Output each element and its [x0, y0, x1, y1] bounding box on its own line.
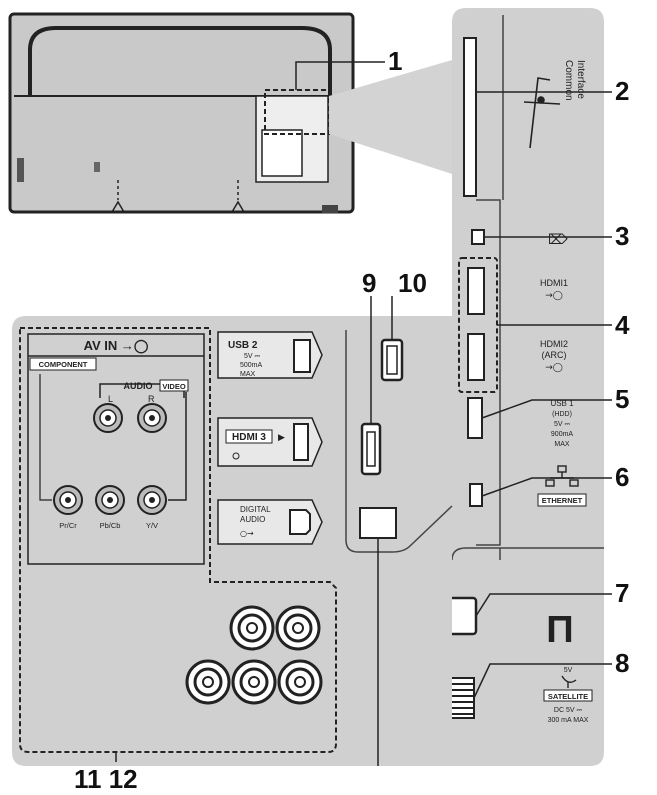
satellite-voltage-label: 5V — [564, 667, 573, 674]
hdmi-3-label: HDMI 3 — [232, 432, 266, 443]
svg-text:MAX: MAX — [554, 441, 570, 448]
tv-small-logo — [94, 162, 100, 172]
rca-jack-top-left[interactable] — [229, 605, 275, 651]
tv-stand-arch — [28, 26, 332, 96]
audio-label: AUDIO — [124, 381, 153, 391]
callout-4: 4 — [615, 310, 630, 340]
tv-terminal-cutout — [261, 129, 303, 177]
callout-10: 10 — [398, 268, 427, 298]
svg-text:USB 2: USB 2 — [228, 340, 258, 351]
component-label: COMPONENT — [39, 360, 88, 369]
callout-leaders — [115, 61, 612, 766]
svg-text:(HDD): (HDD) — [552, 411, 572, 418]
optical-audio-side-port[interactable] — [359, 507, 397, 539]
pb-cb-label: Pb/Cb — [100, 521, 121, 530]
bottom-panel: USB 2 5V ⎓ 500mA MAX HDMI 3 ▶ DIGITAL AU… — [12, 316, 453, 766]
callout-3: 3 — [615, 221, 629, 251]
svg-text:DIGITAL: DIGITAL — [240, 505, 271, 514]
svg-text:AUDIO: AUDIO — [240, 515, 265, 524]
satellite-label: SATELLITE — [548, 692, 588, 701]
svg-text:900mA: 900mA — [551, 431, 574, 438]
terrestrial-icon: Π — [546, 609, 573, 651]
callout-11-12: 11 12 — [74, 764, 138, 794]
hdmi-1-input-icon: →◯ — [545, 291, 563, 301]
ethernet-label-box — [537, 493, 587, 507]
satellite-dish-icon — [561, 675, 577, 688]
bottom-panel-inner-line — [345, 330, 453, 553]
video-label: VIDEO — [162, 382, 186, 391]
rca-jack-bottom-right[interactable] — [277, 659, 323, 705]
y-v-label: Y/V — [146, 521, 158, 530]
callout-5: 5 — [615, 384, 629, 414]
tv-side-port — [17, 158, 24, 182]
zoom-projection — [329, 60, 452, 174]
side-panel-shape — [452, 8, 604, 766]
usb-1-text: USB 1 (HDD) 5V ⎓ 900mA MAX — [550, 399, 574, 448]
digital-audio-output-icon: ○→ — [240, 529, 254, 538]
hdmi-2-arc-label: (ARC) — [542, 350, 567, 360]
rca-jack-bottom-middle[interactable] — [231, 659, 277, 705]
av-in-box: AV IN →◯ COMPONENT AUDIO VIDEO L R — [27, 333, 205, 565]
audio-l-label: L — [108, 394, 113, 404]
video-label-box — [159, 379, 189, 392]
callout-8: 8 — [615, 648, 629, 678]
svg-text:MAX: MAX — [240, 371, 256, 378]
ethernet-label: ETHERNET — [542, 496, 583, 505]
hdmi-2-port[interactable] — [467, 333, 485, 381]
satellite-power-label: DC 5V ⎓ — [554, 707, 583, 714]
y-v-jack[interactable] — [137, 485, 167, 515]
callout-7: 7 — [615, 578, 629, 608]
headphone-icon: ⌦ — [548, 232, 568, 248]
tv-stand-foot-right — [322, 205, 338, 213]
pb-cb-jack[interactable] — [95, 485, 125, 515]
satellite-label-box — [543, 689, 593, 702]
rca-jack-top-right[interactable] — [275, 605, 321, 651]
usb-2-box: USB 2 5V ⎓ 500mA MAX — [217, 331, 323, 379]
audio-r-jack[interactable] — [137, 403, 167, 433]
svg-text:5V ⎓: 5V ⎓ — [554, 421, 571, 428]
digital-audio-box: DIGITAL AUDIO ○→ — [217, 499, 323, 545]
callout-6: 6 — [615, 462, 629, 492]
ethernet-port[interactable] — [469, 483, 483, 507]
usb-1-port[interactable] — [467, 397, 483, 439]
tv-zoom-highlight — [264, 89, 330, 135]
hdmi-3-arrow-icon: ▶ — [278, 433, 285, 443]
audio-l-jack[interactable] — [93, 403, 123, 433]
svg-text:5V ⎓: 5V ⎓ — [244, 353, 261, 360]
audio-r-label: R — [148, 394, 155, 404]
hdmi-1-label: HDMI1 — [540, 278, 568, 288]
hdmi-1-port[interactable] — [467, 267, 485, 315]
hdmi-3-box: HDMI 3 ▶ — [217, 417, 323, 467]
satellite-current-label: 300 mA MAX — [548, 717, 589, 724]
common-interface-slot[interactable] — [463, 37, 477, 197]
hdmi-2-input-icon: →◯ — [545, 363, 563, 373]
av-in-dashed-region — [19, 327, 337, 753]
callout-numbers: 1 2 3 4 5 6 7 8 9 10 11 12 — [74, 46, 630, 794]
usb-2-port[interactable] — [293, 339, 311, 373]
side-panel: Common Interface ⌦ HDMI1 →◯ HDMI2 (ARC) … — [438, 8, 604, 766]
pr-cr-label: Pr/Cr — [59, 521, 77, 530]
callout-2: 2 — [615, 76, 629, 106]
hdmi-2-label: HDMI2 — [540, 339, 568, 349]
svg-text:USB 1: USB 1 — [550, 399, 574, 408]
hdmi-3-port[interactable] — [293, 423, 309, 461]
common-interface-card-icon — [523, 77, 561, 149]
common-interface-label-1: Common — [563, 60, 574, 101]
tv-feet — [111, 180, 245, 213]
hdmi-3-label-box — [225, 429, 273, 444]
tv-rear-thumbnail — [8, 12, 452, 214]
component-label-box — [29, 357, 97, 371]
callout-9: 9 — [362, 268, 376, 298]
pr-cr-jack[interactable] — [53, 485, 83, 515]
optical-audio-port[interactable] — [289, 509, 311, 535]
av-in-title: AV IN →◯ — [84, 338, 149, 354]
rca-jack-bottom-left[interactable] — [185, 659, 231, 705]
svg-text:500mA: 500mA — [240, 362, 263, 369]
common-interface-label-2: Interface — [575, 60, 586, 99]
callout-1: 1 — [388, 46, 402, 76]
headphone-jack[interactable] — [471, 229, 485, 245]
